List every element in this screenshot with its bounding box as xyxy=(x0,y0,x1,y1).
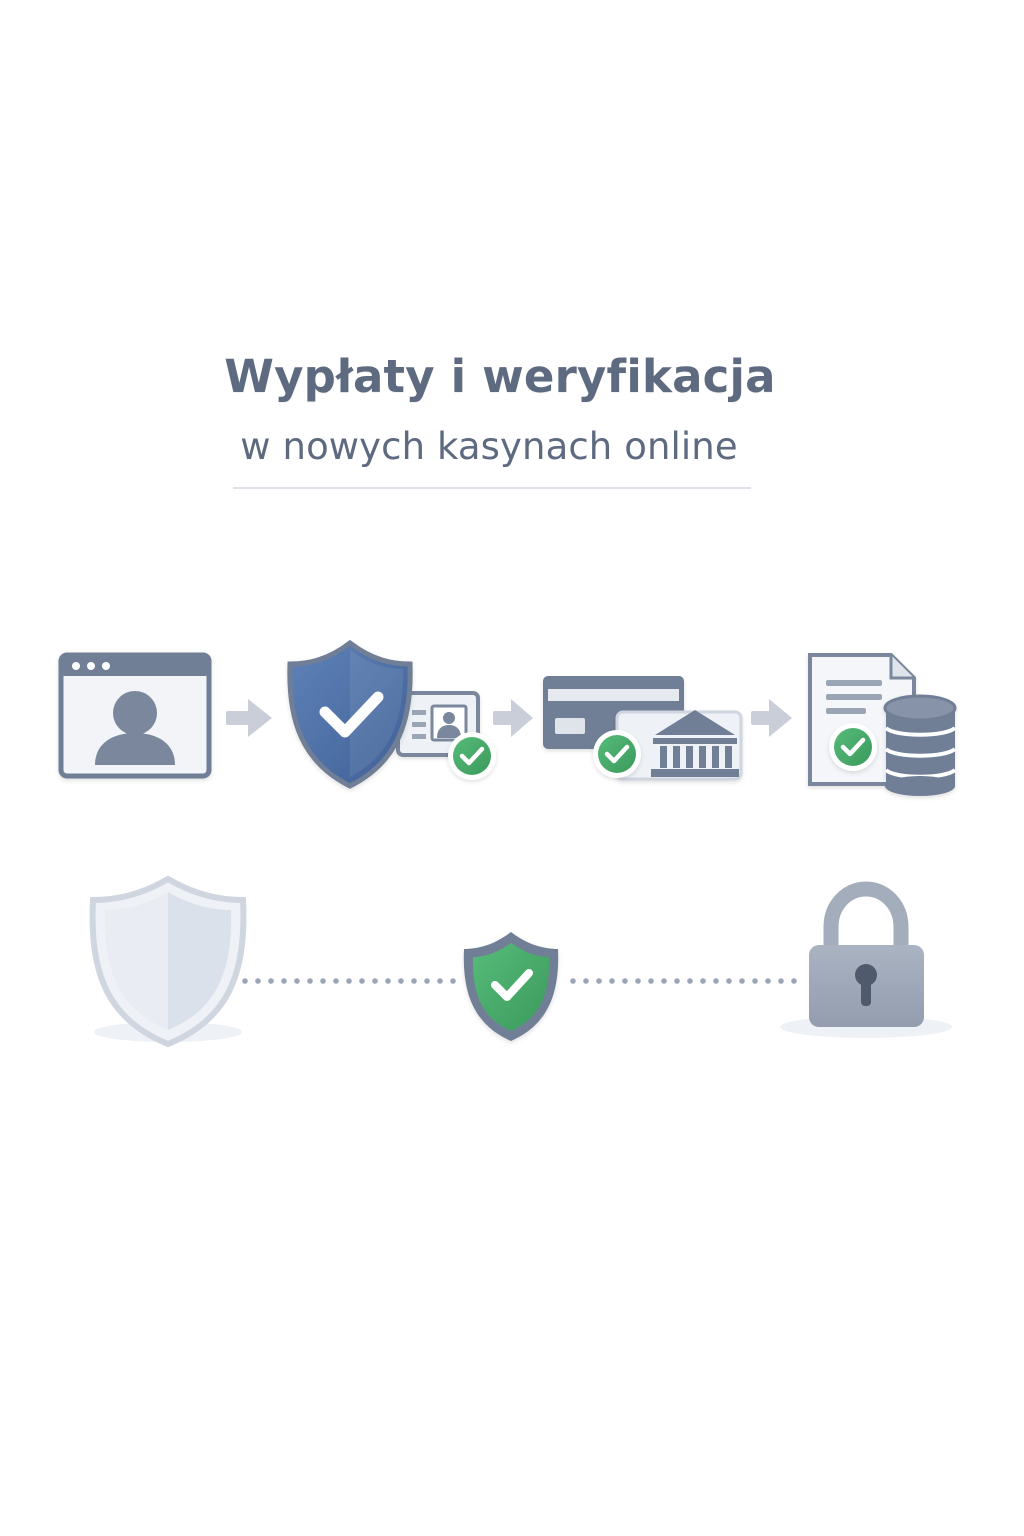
dotted-connector xyxy=(570,978,797,984)
arrow-right-icon xyxy=(493,699,533,737)
arrow-right-icon xyxy=(226,699,272,737)
database-icon xyxy=(883,694,957,796)
arrow-right-icon xyxy=(751,699,792,737)
document-database-check-icon xyxy=(808,653,957,796)
light-shield-icon xyxy=(89,875,247,1048)
title-divider xyxy=(233,487,751,489)
card-bank-check-icon xyxy=(543,676,743,781)
padlock-icon xyxy=(780,881,952,1038)
check-badge-icon xyxy=(593,730,641,778)
user-profile-window-icon xyxy=(58,652,212,779)
page-title: Wypłaty i weryfikacja xyxy=(224,350,776,403)
check-badge-icon xyxy=(448,732,496,780)
green-shield-check-icon xyxy=(463,932,559,1041)
shield-check-id-card-icon xyxy=(287,639,496,789)
check-badge-icon xyxy=(829,723,877,771)
dotted-connector xyxy=(242,978,456,984)
page-subtitle: w nowych kasynach online xyxy=(240,425,738,468)
